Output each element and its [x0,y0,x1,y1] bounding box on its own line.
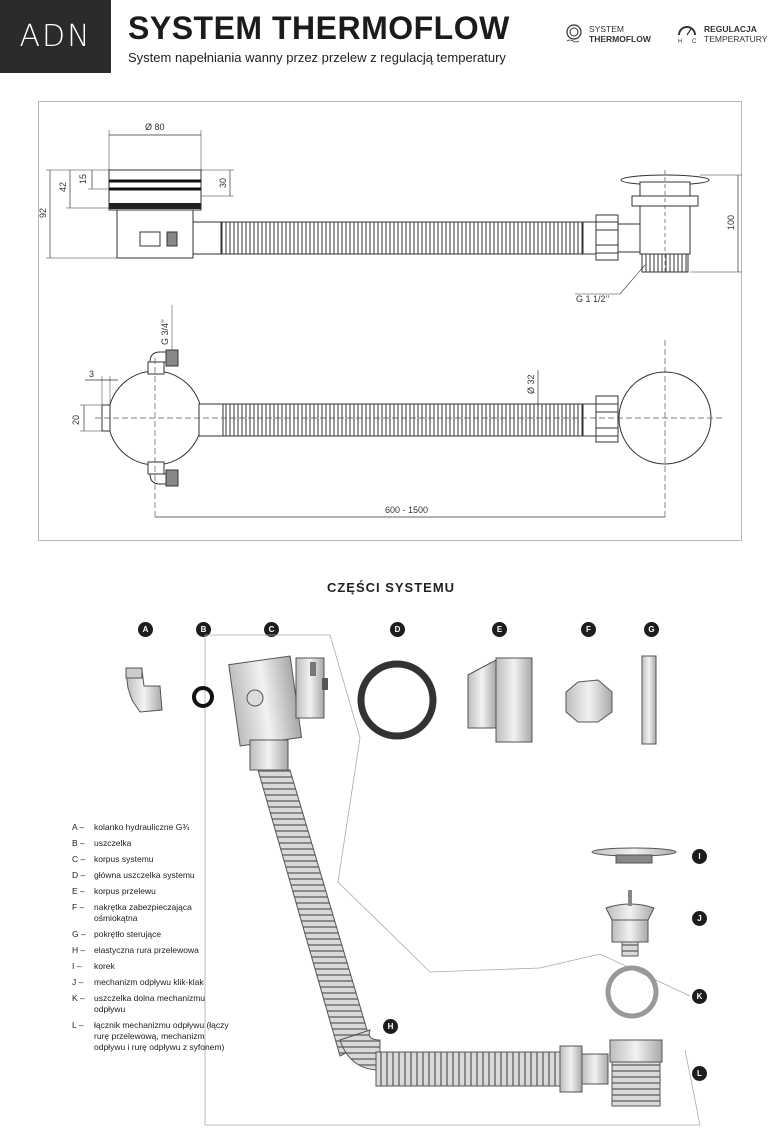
legend-letter: D – [72,870,86,880]
legend-letter: F – [72,902,85,912]
part-i-plug [591,847,677,864]
dim-h15: 15 [78,174,88,184]
marker-l: L [692,1066,707,1081]
marker-f: F [581,622,596,637]
thermoflow-icon [566,24,582,43]
legend-letter: H – [72,945,86,955]
dim-d80: Ø 80 [145,122,165,132]
marker-g: G [644,622,659,637]
top-view: 3 20 Ø 32 G 3/4’’ 600 - 1500 [71,305,725,520]
logo-text: ADN [19,19,92,54]
legend-text: łącznik mechanizmu odpływu (łączy rurę p… [94,1020,229,1052]
legend-item: I – korek [72,961,272,972]
legend-text: korpus przelewu [94,886,156,896]
marker-c: C [264,622,279,637]
dim-h30: 30 [218,178,228,188]
part-g-knob [641,655,657,745]
dim-h42: 42 [58,182,68,192]
badge-line1: REGULACJA [704,24,757,34]
svg-text:C: C [692,39,697,44]
dim-length: 600 - 1500 [385,505,428,515]
marker-j: J [692,911,707,926]
part-j-mechanism [605,890,655,957]
legend-letter: A – [72,822,85,832]
marker-b: B [196,622,211,637]
dim-w3: 3 [89,369,94,379]
legend-letter: I – [72,961,82,971]
legend-text: elastyczna rura przelewowa [94,945,199,955]
legend-letter: B – [72,838,85,848]
part-l-connector [609,1039,663,1107]
parts-legend: A – kolanko hydrauliczne G¾ B – uszczelk… [72,822,272,1058]
temperature-dial-icon: H C [678,26,697,44]
technical-drawing-frame [38,101,742,541]
part-d-main-seal [357,660,437,740]
part-e-overflow-body [467,657,533,743]
legend-text: korek [94,961,115,971]
legend-letter: G – [72,929,86,939]
part-k-lower-seal [605,965,659,1019]
legend-item: A – kolanko hydrauliczne G¾ [72,822,272,833]
badge-line1: SYSTEM [589,24,624,34]
legend-text: mechanizm odpływu klik-klak [94,977,204,987]
marker-e: E [492,622,507,637]
legend-text: uszczelka dolna mechanizmu odpływu [94,993,206,1014]
dim-thread-inlet: G 3/4’’ [160,319,170,345]
marker-k: K [692,989,707,1004]
svg-text:H: H [678,39,682,44]
page-title: SYSTEM THERMOFLOW [128,10,510,46]
legend-text: uszczelka [94,838,132,848]
legend-letter: K – [72,993,85,1003]
marker-a: A [138,622,153,637]
part-h-hose [249,739,609,1093]
technical-drawing: Ø 80 42 15 30 92 100 G 1 1/2’’ [38,122,742,520]
legend-text: korpus systemu [94,854,154,864]
legend-item: H – elastyczna rura przelewowa [72,945,272,956]
legend-text: główna uszczelka systemu [94,870,195,880]
legend-item: F – nakrętka zabezpieczająca ośmiokątna [72,902,272,924]
dim-h92: 92 [38,208,48,218]
marker-d: D [390,622,405,637]
marker-i: I [692,849,707,864]
legend-letter: C – [72,854,86,864]
part-c-body [228,655,328,747]
side-view: Ø 80 42 15 30 92 100 G 1 1/2’’ [38,122,742,304]
legend-letter: J – [72,977,84,987]
dim-thread-drain: G 1 1/2’’ [576,294,609,304]
page-subtitle: System napełniania wanny przez przelew z… [128,50,506,65]
part-f-nut [565,679,613,723]
legend-item: G – pokrętło sterujące [72,929,272,940]
legend-item: C – korpus systemu [72,854,272,865]
parts-illustration [125,634,701,1126]
part-a-elbow [125,667,163,713]
legend-item: J – mechanizm odpływu klik-klak [72,977,272,988]
legend-text: kolanko hydrauliczne G¾ [94,822,190,832]
legend-item: K – uszczelka dolna mechanizmu odpływu [72,993,272,1015]
legend-item: E – korpus przelewu [72,886,272,897]
legend-text: pokrętło sterujące [94,929,162,939]
dim-d32: Ø 32 [526,374,536,394]
badge-line2: TEMPERATURY [704,34,768,44]
legend-item: L – łącznik mechanizmu odpływu (łączy ru… [72,1020,272,1053]
brand-logo [0,0,111,73]
legend-letter: L – [72,1020,84,1030]
dim-h100: 100 [726,215,736,230]
legend-item: B – uszczelka [72,838,272,849]
part-b-washer [192,686,214,708]
parts-heading: CZĘŚCI SYSTEMU [326,580,456,595]
badge-line2: THERMOFLOW [589,34,651,44]
legend-item: D – główna uszczelka systemu [72,870,272,881]
marker-h: H [383,1019,398,1034]
legend-letter: E – [72,886,85,896]
dim-w20: 20 [71,415,81,425]
legend-text: nakrętka zabezpieczająca ośmiokątna [94,902,192,923]
